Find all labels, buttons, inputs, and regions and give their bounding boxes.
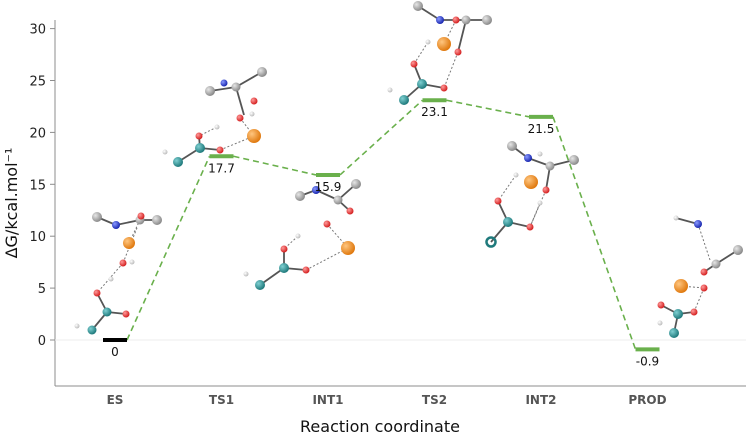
connector-line (126, 155, 211, 341)
connector-line (552, 116, 637, 350)
energy-value-label: 17.7 (208, 161, 235, 175)
energy-value-label: 0 (111, 345, 119, 359)
category-label: PROD (628, 393, 666, 407)
category-label-group: ES TS1 INT1 TS2 INT2 PROD (107, 393, 667, 407)
y-tick-label: 0 (38, 334, 46, 349)
category-label: INT2 (525, 393, 556, 407)
connector-line (339, 99, 424, 176)
y-tick-label: 15 (29, 178, 46, 193)
energy-value-label: 15.9 (315, 180, 342, 194)
category-label: INT1 (312, 393, 343, 407)
prod-structure (657, 215, 743, 338)
es-structure (74, 212, 162, 335)
ts1-structure (162, 67, 267, 167)
energy-value-label: 21.5 (528, 122, 555, 136)
y-tick-label: 20 (29, 126, 46, 141)
y-axis-title: ΔG/kcal.mol⁻¹ (2, 148, 21, 259)
x-axis-title: Reaction coordinate (300, 417, 460, 435)
int1-structure (243, 179, 361, 290)
y-tick-label: 25 (29, 75, 46, 90)
energy-level-group (103, 98, 660, 352)
y-tick-label: 10 (29, 230, 46, 245)
connector-line (446, 99, 530, 118)
category-label: TS1 (209, 393, 234, 407)
energy-value-label: 23.1 (421, 105, 448, 119)
category-label: TS2 (422, 393, 447, 407)
connector-line (233, 155, 317, 176)
connector-group (126, 99, 637, 350)
category-label: ES (107, 393, 124, 407)
molecular-structures (74, 1, 743, 338)
value-label-group: 0 17.7 15.9 23.1 21.5 -0.9 (111, 105, 659, 368)
ts2-structure (387, 1, 492, 105)
y-tick-label: 5 (38, 282, 46, 297)
y-tick-group: 0 5 10 15 20 25 30 (29, 23, 55, 349)
y-tick-label: 30 (29, 23, 46, 38)
energy-value-label: -0.9 (636, 354, 659, 368)
int2-structure (485, 141, 579, 248)
